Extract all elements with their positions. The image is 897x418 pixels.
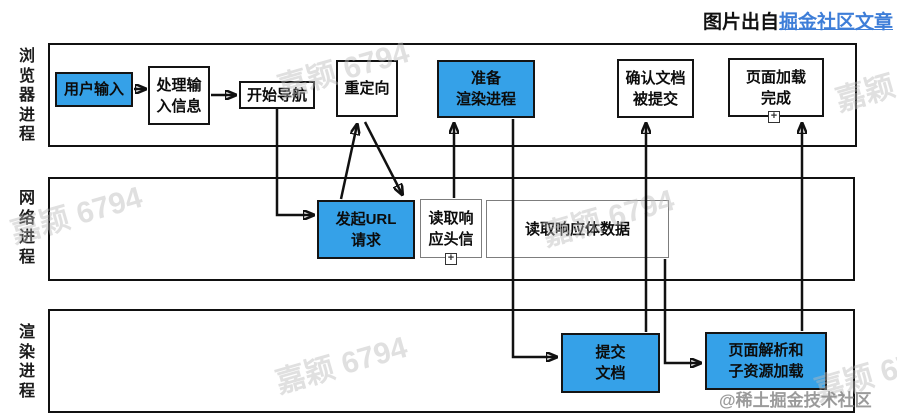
node-commit-document: 提交 文档 <box>561 333 660 393</box>
node-read-response-body: 读取响应体数据 <box>486 200 669 258</box>
node-redirect: 重定向 <box>336 60 398 117</box>
node-read-response-header: 读取响 应头信 <box>420 199 482 258</box>
lane-label-network-process: 网络进程 <box>18 190 35 266</box>
node-confirm-commit: 确认文档 被提交 <box>617 59 694 118</box>
node-url-request: 发起URL 请求 <box>317 200 415 259</box>
node-page-loaded: 页面加载 完成 <box>728 58 824 117</box>
expand-icon: + <box>445 253 457 265</box>
node-process-input: 处理输 入信息 <box>148 66 210 125</box>
attribution-watermark: @稀土掘金技术社区 <box>719 391 872 410</box>
expand-icon: + <box>768 111 780 123</box>
image-caption: 图片出自掘金社区文章 <box>703 7 893 34</box>
caption-text: 图片出自 <box>702 12 779 33</box>
lane-label-render-process: 渲染进程 <box>18 324 35 400</box>
node-prepare-render: 准备 渲染进程 <box>437 60 535 118</box>
node-start-navigation: 开始导航 <box>239 81 315 109</box>
node-user-input: 用户输入 <box>55 72 133 107</box>
caption-link[interactable]: 掘金社区文章 <box>778 12 893 33</box>
lane-label-browser-process: 浏览器进程 <box>18 48 35 143</box>
node-parse-page-subresources: 页面解析和 子资源加载 <box>705 332 827 390</box>
